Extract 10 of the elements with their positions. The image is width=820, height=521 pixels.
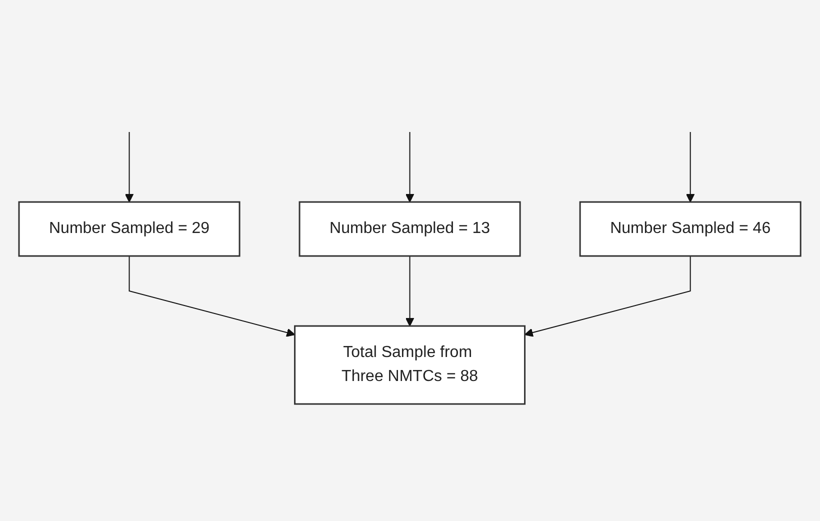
arrow (128, 255, 296, 336)
arrow (406, 131, 414, 202)
node-box: Total Sample from Three NMTCs = 88 (294, 324, 526, 404)
arrow (524, 255, 692, 336)
node-box: Number Sampled = 13 (298, 200, 522, 256)
node-box: Number Sampled = 29 (18, 200, 240, 256)
arrow (125, 131, 134, 202)
node-box: Number Sampled = 46 (580, 200, 802, 256)
arrow (406, 255, 414, 326)
arrow (686, 131, 695, 202)
